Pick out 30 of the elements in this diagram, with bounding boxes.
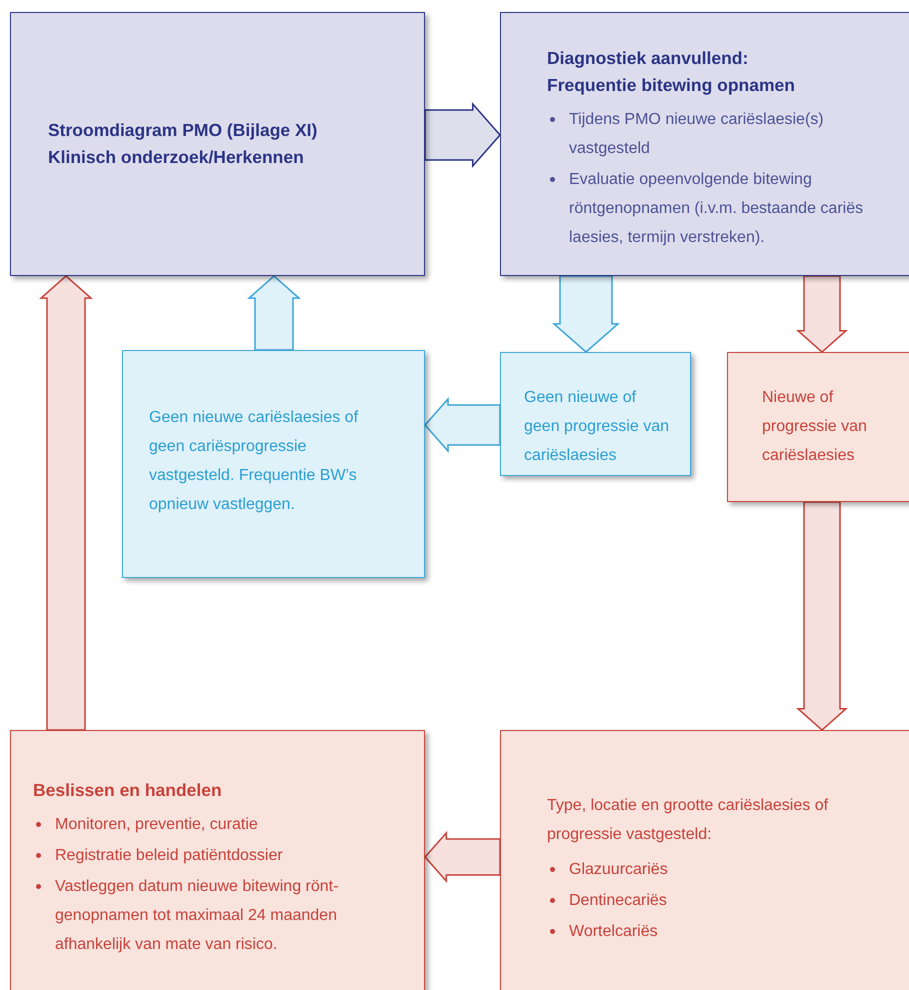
bullet-text: Vastleggen datum nieuwe bitewing rönt- genopnamen tot maximaal 24 maanden afhankelijk van mate van risico. <box>55 878 338 953</box>
block-arrow <box>424 831 501 883</box>
bullet-text: Dentinecariës <box>569 892 667 909</box>
block-arrow <box>796 275 848 353</box>
block-arrow <box>247 275 301 351</box>
outcome-box <box>500 352 691 476</box>
outcome-box <box>10 730 425 990</box>
bullet-text: Wortelcariës <box>569 923 658 940</box>
bullet-text: Glazuurcariës <box>569 861 668 878</box>
process-box <box>500 12 909 276</box>
bullet-text: Registratie beleid patiëntdossier <box>55 847 283 864</box>
box-text: Nieuwe of progressie van cariëslaesies <box>762 388 868 466</box>
box-heading: Diagnostiek aanvullend: Frequentie bitewing opnamen <box>547 47 796 97</box>
bullet-text: Monitoren, preventie, curatie <box>55 816 258 833</box>
bullet-text: Tijdens PMO nieuwe cariëslaesie(s) vastgesteld <box>569 111 824 157</box>
block-arrow <box>39 275 93 731</box>
box-text: Geen nieuwe of geen progressie van cariëslaesies <box>524 388 670 466</box>
outcome-box <box>727 352 909 502</box>
process-box <box>10 12 425 276</box>
box-heading: Beslissen en handelen <box>33 779 223 802</box>
block-arrow <box>424 102 501 168</box>
block-arrow <box>424 397 501 453</box>
outcome-box <box>500 730 909 990</box>
box-heading: Stroomdiagram PMO (Bijlage XI) Klinisch onderzoek/Herkennen <box>48 119 318 169</box>
outcome-box <box>122 350 425 578</box>
box-text: Type, locatie en grootte cariëslaesies of progressie vastgesteld: <box>547 796 830 845</box>
bullet-text: Evaluatie opeenvolgende bitewing röntgenopnamen (i.v.m. bestaande cariës laesies, termijn verstreken). <box>569 171 864 246</box>
block-arrow <box>796 501 848 731</box>
box-text: Geen nieuwe cariëslaesies of geen cariësprogressie vastgesteld. Frequentie BW’s opnieuw vastleggen. <box>149 408 360 515</box>
block-arrow <box>552 275 620 353</box>
